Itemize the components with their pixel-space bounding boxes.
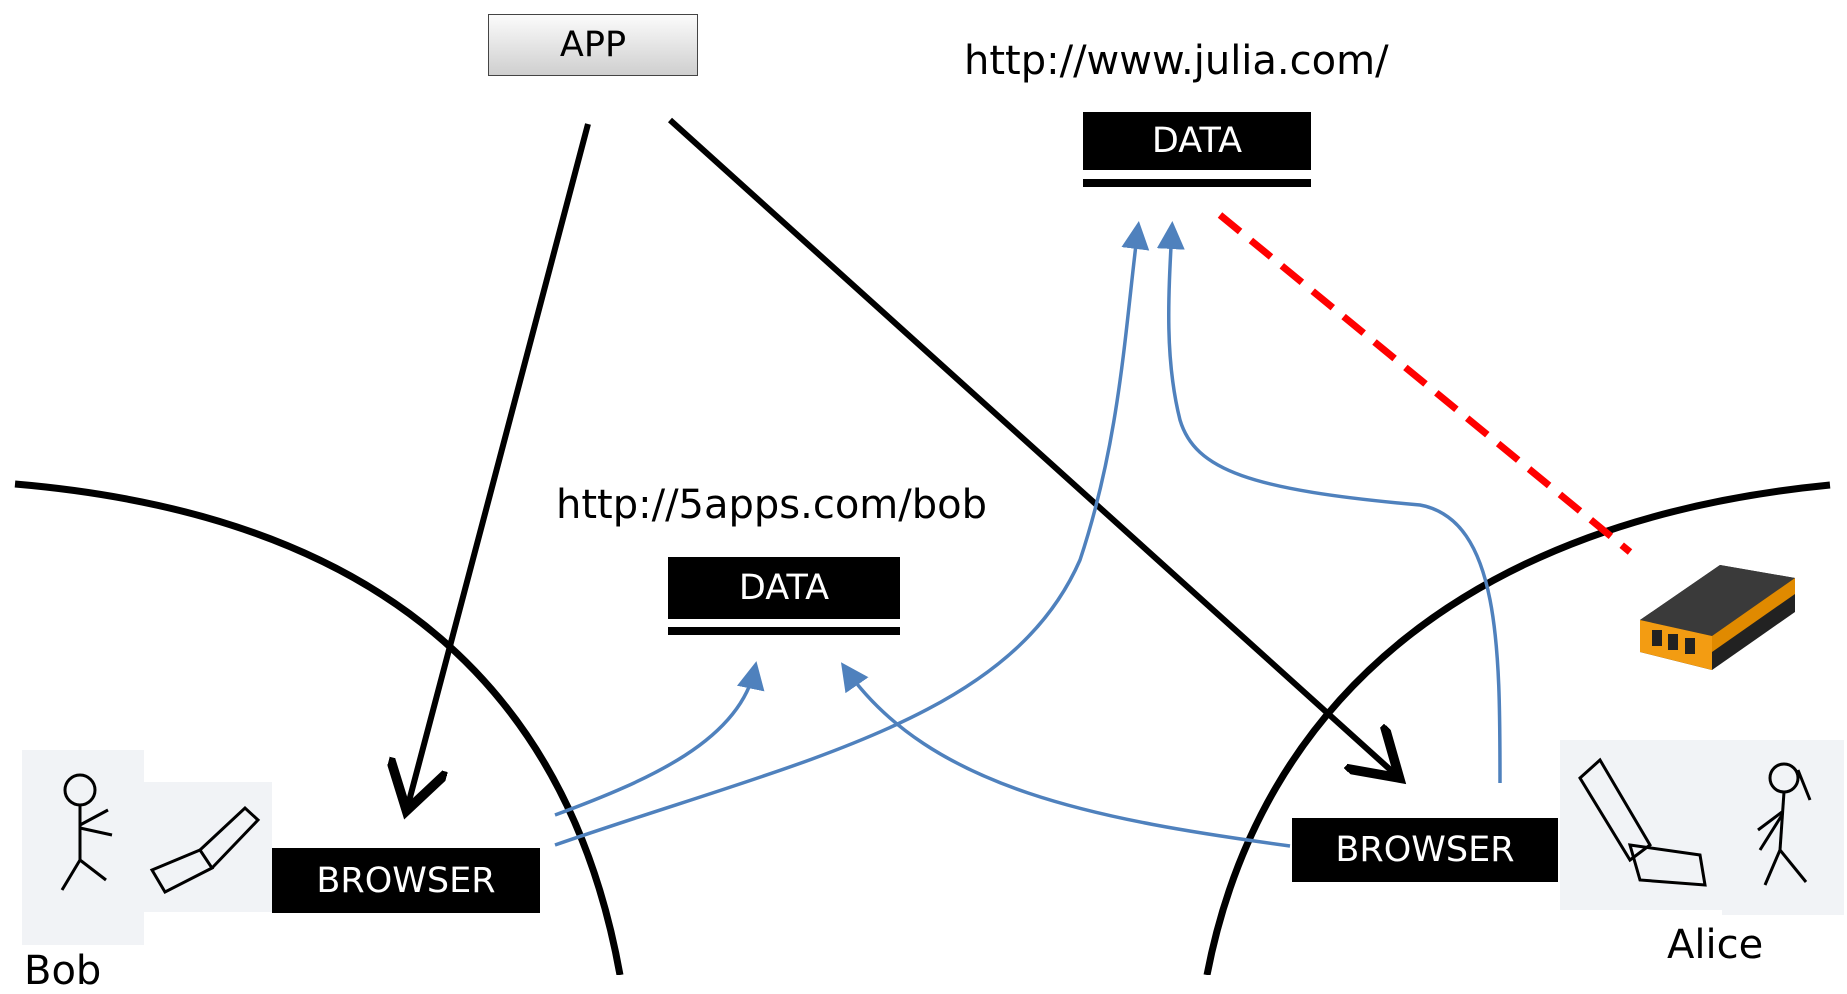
bob-data-underline	[668, 627, 900, 635]
julia-data-underline	[1083, 179, 1311, 187]
bob-store-url-label: http://5apps.com/bob	[556, 482, 987, 528]
alice-network-boundary	[1203, 481, 1831, 975]
bob-to-julia-data-flow	[554, 221, 1150, 847]
alice-browser-box: BROWSER	[1292, 818, 1558, 882]
app-box: APP	[488, 14, 698, 76]
app-label: APP	[559, 25, 627, 65]
alice-to-julia-data-flow	[1156, 221, 1502, 784]
julia-data-store: DATA	[1083, 112, 1311, 170]
julia-data-label: DATA	[1151, 121, 1243, 161]
app-to-alice-browser-arrow	[667, 117, 1395, 774]
storage-device-icon	[1640, 565, 1795, 670]
bob-browser-label: BROWSER	[316, 860, 496, 901]
bob-network-boundary	[14, 480, 624, 975]
alice-figure-icon	[1722, 740, 1844, 915]
bob-figure-icon	[22, 750, 144, 945]
alice-device-sketch-icon	[1560, 740, 1722, 910]
alice-browser-label: BROWSER	[1335, 830, 1515, 870]
bob-data-label: DATA	[738, 568, 830, 608]
bob-device-sketch-icon	[144, 782, 272, 912]
alice-name-label: Alice	[1667, 922, 1764, 968]
bob-to-bob-data-flow	[554, 661, 765, 817]
bob-data-store: DATA	[668, 557, 900, 619]
app-to-bob-browser-arrow	[408, 123, 591, 805]
julia-url-label: http://www.julia.com/	[964, 38, 1389, 84]
alice-to-bob-data-flow	[840, 662, 1291, 848]
bob-name-label: Bob	[24, 948, 102, 994]
bob-browser-box: BROWSER	[272, 848, 540, 913]
blocked-link-dashed	[1217, 212, 1633, 555]
